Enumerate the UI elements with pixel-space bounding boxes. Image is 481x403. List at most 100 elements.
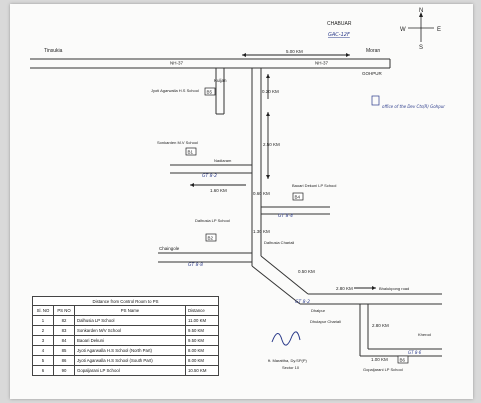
table-cell: Baoari Dekuni [74,335,186,346]
nh-right-label: NH-37 [315,61,329,66]
nadiaram-label: Nadiaram [214,158,232,163]
table-row: 1 82 Dalhusia LP School 11.00 KM [32,315,219,326]
col-header-sl: Sl. NO [32,305,54,316]
distance-arrow-d7 [354,286,376,290]
table-cell: 10.50 KM [185,365,219,376]
distance-d7: 2.80 KM [336,286,353,291]
svg-text:E: E [437,27,441,33]
distance-d6: 0.50 KM [298,269,315,274]
office-note: office of the Dev Cts(R) Gohpur [382,104,445,109]
distance-d8: 2.80 KM [372,323,389,328]
school-b2-label: Dalhusia LP School [195,218,230,223]
signature-label: ft. Marattha, Dy.SP(P) [268,358,307,363]
kuljan-road [215,68,225,115]
table-row: 3 84 Baoari Dekuni 9.50 KM [32,335,219,346]
table-row: 2 83 Sonkarden M/V School 9.50 KM [32,325,219,336]
distance-arrow-d2 [266,112,270,179]
table-cell: 5 [32,355,54,366]
booth-b6-label: B6 [400,358,406,363]
table-cell: 8.00 KM [185,355,219,366]
booth-b1-box [185,147,197,156]
distance-arrow-d1 [266,74,270,99]
compass-rose: N E S W [400,8,441,51]
booth-b2-box [205,233,217,242]
sonkarden-road [170,164,252,174]
table-cell: Sonkarden M/V School [74,325,186,336]
dhalpur-label: Dhalpur [311,308,326,313]
distance-d4: 0.60 KM [253,191,270,196]
area-label: CHABUAR [327,21,352,27]
tinsukia-label: Tinsukia [44,48,63,54]
distance-arrow-left [190,183,246,187]
booth-b2-label: B2 [208,236,214,241]
col-header-ps-no: PS NO [53,305,75,316]
booth-b5-box [204,87,216,96]
table-cell: 8.00 KM [185,345,219,356]
bhalukpong-label: Bhalukpong road [379,286,409,291]
signature-scribble [271,331,301,346]
hand-note-4: GT 8-2 [295,299,310,305]
kherod-label: Kherod [418,332,431,337]
table-cell: 86 [53,355,75,366]
distance-arrow-top [242,53,350,57]
area-code: GAC-12F [328,32,350,38]
hand-note-5: GT 8-6 [408,350,422,355]
table-cell: 9.50 KM [185,325,219,336]
table-cell: 4 [32,345,54,356]
table-cell: Dalhusia LP School [74,315,186,326]
dhulapur-chariali-label: Dhulapur Chariali [310,319,341,324]
school-b1-label: Sonkarden M.V School [157,140,198,145]
office-marker [371,95,380,106]
table-cell: Jyoti Agarwalla H.S School (South Part) [74,355,186,366]
booth-b5-label: B5 [207,90,213,95]
table-cell: 1 [32,315,54,326]
distance-top-label: 5.00 KM [286,49,303,54]
table-cell: Jyoti Agarwalla H.S School (North Part) [74,345,186,356]
nh-left-label: NH-37 [170,61,184,66]
svg-text:W: W [400,27,406,33]
table-cell: Gopaljarani LP School [74,365,186,376]
distance-d2: 2.50 KM [263,142,280,147]
baoari-road [261,206,330,215]
sector-label: Sector 10 [282,365,300,370]
svg-text:S: S [419,45,423,51]
distance-d5: 1.30 KM [253,229,270,234]
col-header-distance: Distance [185,305,219,316]
nh-road [30,58,391,69]
distance-d1: 0.20 KM [262,89,279,94]
table-row: 5 86 Jyoti Agarwalla H.S School (South P… [32,355,219,366]
table-caption: Distance from Control Room to PS [32,296,219,306]
hand-note-1: GT 8-2 [202,173,217,179]
moran-label: Moran [366,48,380,54]
table-cell: 83 [53,325,75,336]
dalhusia-chariali-label: Dalhusia Chariali [264,240,294,245]
table-cell: 3 [32,335,54,346]
distance-d9: 1.00 KM [371,357,388,362]
distance-table: Distance from Control Room to PS Sl. NO … [32,296,219,376]
kherod-road [359,304,442,357]
map-sheet: CHABUAR GAC-12F N E S W Tinsukia Moran N… [10,4,473,399]
table-cell: 2 [32,325,54,336]
route-map: CHABUAR GAC-12F N E S W Tinsukia Moran N… [30,8,445,372]
table-cell: 11.00 KM [185,315,219,326]
booth-b1-label: B1 [188,150,194,155]
school-b4-label: Baoari Dekuni LP School [292,183,337,188]
svg-text:N: N [419,8,423,14]
kuljan-label: Kuljan [214,78,227,83]
hand-note-3: GT 8-8 [188,262,203,268]
school-b5-label: Jyoti Agarwalla H.S School [151,88,199,93]
table-cell: 9.50 KM [185,335,219,346]
booth-b6-box [397,355,409,364]
hand-note-2: GT 8-4 [278,213,293,219]
booth-b4-box [292,192,304,201]
gohpur-label: GOHPUR [362,71,383,76]
table-cell: 90 [53,365,75,376]
table-row: 6 90 Gopaljarani LP School 10.50 KM [32,365,219,376]
branch-road [251,68,442,305]
col-header-ps-name: PS Name [74,305,186,316]
school-b6-label: Gopaljarani LP School [363,367,403,372]
chaingole-road [158,252,252,263]
table-cell: 6 [32,365,54,376]
table-cell: 84 [53,335,75,346]
table-row: 4 85 Jyoti Agarwalla H.S School (North P… [32,345,219,356]
